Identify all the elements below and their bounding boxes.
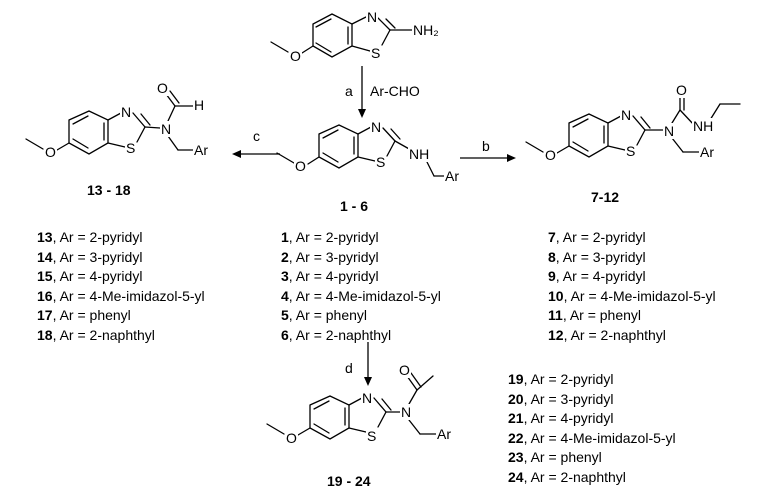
left-substituent-list: 13, Ar = 2-pyridyl 14, Ar = 3-pyridyl 15… (37, 228, 205, 345)
center-ar-label: Ar (444, 168, 460, 184)
bottom-n-amide-atom: N (400, 404, 413, 420)
right-o-carbonyl-atom: O (675, 82, 688, 98)
left-ar-label: Ar (193, 142, 209, 158)
list-item: 6, Ar = 2-naphthyl (281, 326, 392, 343)
sm-s-atom: S (370, 45, 382, 61)
bottom-n-ring-atom: N (361, 390, 374, 406)
center-compound-label: 1 - 6 (340, 198, 369, 214)
step-d-letter: d (345, 360, 353, 376)
left-n-amide-atom: N (160, 121, 173, 137)
left-compound-label: 13 - 18 (87, 182, 131, 198)
center-s-atom: S (375, 154, 387, 170)
center-substituent-list: 1, Ar = 2-pyridyl 2, Ar = 3-pyridyl 3, A… (281, 228, 441, 345)
list-item: 11, Ar = phenyl (548, 307, 642, 323)
bottom-compound-structure (266, 372, 437, 440)
list-item: 16, Ar = 4-Me-imidazol-5-yl (37, 287, 205, 304)
left-o-methoxy-atom: O (44, 144, 57, 160)
right-n-urea-atom: N (663, 123, 676, 139)
sm-o-atom: O (289, 48, 302, 64)
right-ar-label: Ar (699, 144, 715, 160)
list-item: 5, Ar = phenyl (281, 307, 368, 323)
bottom-compound-label: 19 - 24 (327, 473, 371, 489)
list-item: 3, Ar = 4-pyridyl (281, 268, 379, 284)
list-item: 7, Ar = 2-pyridyl (548, 229, 646, 245)
right-compound-structure (525, 96, 741, 158)
center-o-atom: O (294, 158, 307, 174)
list-item: 24, Ar = 2-naphthyl (508, 468, 626, 485)
list-item: 21, Ar = 4-pyridyl (508, 410, 614, 426)
center-n-atom: N (370, 119, 383, 135)
left-compound-structure (25, 90, 194, 155)
list-item: 18, Ar = 2-naphthyl (37, 326, 155, 343)
list-item: 13, Ar = 2-pyridyl (37, 229, 143, 245)
step-b-letter: b (482, 138, 490, 154)
arrow-d (364, 342, 372, 386)
left-n-ring-atom: N (120, 104, 133, 120)
list-item: 1, Ar = 2-pyridyl (281, 229, 379, 245)
left-s-atom: S (125, 140, 137, 156)
list-item: 23, Ar = phenyl (508, 449, 602, 465)
list-item: 20, Ar = 3-pyridyl (508, 390, 614, 407)
sm-n-atom: N (366, 9, 379, 25)
starting-material-structure (270, 13, 413, 58)
list-item: 22, Ar = 4-Me-imidazol-5-yl (508, 429, 676, 446)
list-item: 15, Ar = 4-pyridyl (37, 268, 143, 284)
bottom-o-carbonyl-atom: O (398, 362, 411, 378)
list-item: 12, Ar = 2-naphthyl (548, 326, 666, 343)
step-a-reagent: Ar-CHO (370, 83, 420, 99)
arrow-c (232, 150, 280, 158)
bottom-s-atom: S (366, 428, 378, 444)
bottom-substituent-list: 19, Ar = 2-pyridyl 20, Ar = 3-pyridyl 21… (508, 370, 676, 487)
right-s-atom: S (625, 143, 637, 159)
list-item: 9, Ar = 4-pyridyl (548, 268, 646, 284)
step-c-letter: c (253, 128, 260, 144)
sm-amine-label: NH₂ (412, 22, 440, 38)
list-item: 14, Ar = 3-pyridyl (37, 248, 143, 265)
list-item: 2, Ar = 3-pyridyl (281, 248, 379, 265)
center-nh-label: NH (408, 146, 431, 162)
right-nh-label: NH (692, 118, 715, 134)
right-o-methoxy-atom: O (544, 147, 557, 163)
bottom-o-methoxy-atom: O (285, 430, 298, 446)
right-compound-label: 7-12 (591, 189, 620, 205)
step-a-letter: a (345, 83, 353, 99)
arrow-a (358, 66, 366, 118)
list-item: 17, Ar = phenyl (37, 307, 131, 323)
list-item: 10, Ar = 4-Me-imidazol-5-yl (548, 287, 716, 304)
list-item: 19, Ar = 2-pyridyl (508, 371, 614, 387)
left-h-label: H (193, 97, 206, 113)
arrow-b (460, 154, 516, 162)
right-substituent-list: 7, Ar = 2-pyridyl 8, Ar = 3-pyridyl 9, A… (548, 228, 716, 345)
bottom-ar-label: Ar (436, 426, 452, 442)
left-o-carbonyl-atom: O (156, 80, 169, 96)
list-item: 4, Ar = 4-Me-imidazol-5-yl (281, 287, 441, 304)
right-n-ring-atom: N (620, 107, 633, 123)
list-item: 8, Ar = 3-pyridyl (548, 248, 646, 265)
